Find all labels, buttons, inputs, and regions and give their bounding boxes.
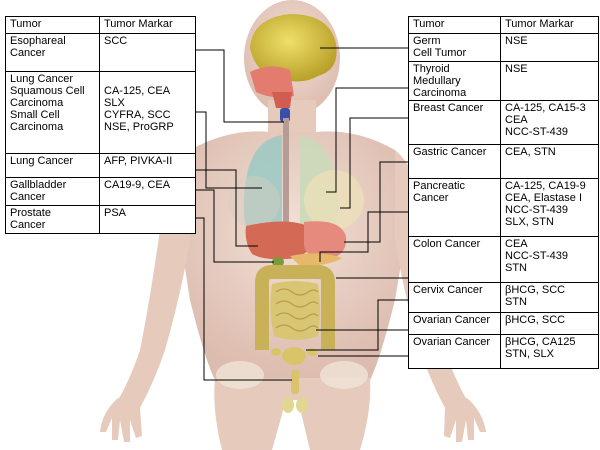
- tumor-name: Thyroid Medullary Carcinoma: [408, 61, 501, 101]
- tumor-marker: PSA: [99, 205, 196, 234]
- stomach: [304, 221, 347, 260]
- legs: [214, 378, 371, 450]
- tumor-marker: NSE: [500, 33, 599, 62]
- header-tumor-marker: Tumor Markar: [99, 16, 196, 34]
- table-row: Cervix Cancer βHCG, SCC STN: [408, 282, 599, 313]
- table-row: Germ Cell Tumor NSE: [408, 33, 599, 62]
- leader-pancreatic: [319, 211, 408, 262]
- right-marker-table: Tumor Tumor Markar Germ Cell Tumor NSE T…: [408, 16, 599, 369]
- leader-esophageal: [195, 49, 284, 123]
- right-table-header: Tumor Tumor Markar: [408, 16, 599, 34]
- tumor-name: Germ Cell Tumor: [408, 33, 501, 62]
- table-row: Ovarian Cancer βHCG, SCC: [408, 312, 599, 335]
- header-tumor: Tumor: [408, 16, 501, 34]
- table-row: Ovarian Cancer βHCG, CA125 STN, SLX: [408, 334, 599, 369]
- tumor-name: Esophareal Cancer: [5, 33, 100, 72]
- right-breast: [304, 170, 364, 230]
- leader-liver: [195, 169, 258, 247]
- leader-thyroid: [326, 87, 408, 193]
- prostate: [291, 370, 299, 394]
- tumor-name: Cervix Cancer: [408, 282, 501, 313]
- tumor-marker: NSE: [500, 61, 599, 101]
- left-lung: [243, 135, 282, 237]
- organs: [228, 14, 364, 413]
- table-row: Gastric Cancer CEA, STN: [408, 144, 599, 179]
- tumor-marker: CEA, STN: [500, 144, 599, 179]
- right-hand: [444, 398, 486, 442]
- table-row: Lung Cancer Squamous Cell Carcinoma Smal…: [5, 71, 196, 154]
- tumor-marker: CEA NCC-ST-439 STN: [500, 236, 599, 283]
- liver: [245, 221, 314, 260]
- table-row: Gallbladder Cancer CA19-9, CEA: [5, 177, 196, 206]
- tumor-marker: βHCG, CA125 STN, SLX: [500, 334, 599, 369]
- leader-cervix: [306, 299, 408, 351]
- tumor-marker: CA-125, CEA SLX CYFRA, SCC NSE, ProGRP: [99, 71, 196, 154]
- leader-lung: [195, 111, 262, 189]
- intestine-coils: [275, 288, 319, 332]
- leader-breast: [340, 117, 408, 209]
- tumor-name: Breast Cancer: [408, 100, 501, 145]
- tumor-name: Pancreatic Cancer: [408, 178, 501, 237]
- tumor-name: Lung Cancer Squamous Cell Carcinoma Smal…: [5, 71, 100, 154]
- leader-prostate: [195, 217, 292, 381]
- tumor-name: Ovarian Cancer: [408, 312, 501, 335]
- leader-lines: [195, 47, 408, 381]
- right-testis: [296, 397, 308, 413]
- left-breast: [228, 176, 280, 228]
- large-intestine: [255, 265, 335, 350]
- table-row: Lung Cancer AFP, PIVKA-II: [5, 153, 196, 178]
- gallbladder: [272, 257, 284, 267]
- tumor-marker: βHCG, SCC STN: [500, 282, 599, 313]
- tumor-name: Lung Cancer: [5, 153, 100, 178]
- right-ovary: [307, 348, 317, 356]
- table-row: Thyroid Medullary Carcinoma NSE: [408, 61, 599, 101]
- tumor-marker: CA19-9, CEA: [99, 177, 196, 206]
- left-testis: [282, 397, 294, 413]
- tumor-marker: SCC: [99, 33, 196, 72]
- tumor-name: Colon Cancer: [408, 236, 501, 283]
- tumor-name: Ovarian Cancer: [408, 334, 501, 369]
- left-ovary: [271, 348, 281, 356]
- leader-gastric: [344, 161, 408, 243]
- uterus: [282, 347, 306, 365]
- header-tumor: Tumor: [5, 16, 100, 34]
- esophagus: [283, 118, 289, 236]
- nasal-cavity: [250, 66, 294, 98]
- table-row: Pancreatic Cancer CA-125, CA19-9 CEA, El…: [408, 178, 599, 237]
- tumor-marker: AFP, PIVKA-II: [99, 153, 196, 178]
- table-row: Colon Cancer CEA NCC-ST-439 STN: [408, 236, 599, 283]
- left-table-header: Tumor Tumor Markar: [5, 16, 196, 34]
- tumor-marker: βHCG, SCC: [500, 312, 599, 335]
- table-row: Breast Cancer CA-125, CA15-3 CEA NCC-ST-…: [408, 100, 599, 145]
- tumor-name: Prostate Cancer: [5, 205, 100, 234]
- table-row: Prostate Cancer PSA: [5, 205, 196, 234]
- table-row: Esophareal Cancer SCC: [5, 33, 196, 72]
- header-tumor-marker: Tumor Markar: [500, 16, 599, 34]
- pharynx: [272, 92, 292, 108]
- leader-gallbladder: [195, 189, 274, 263]
- left-hand: [100, 398, 142, 442]
- right-hip-bone: [320, 361, 368, 389]
- left-hip-bone: [216, 361, 264, 389]
- tumor-marker: CA-125, CA15-3 CEA NCC-ST-439: [500, 100, 599, 145]
- brain: [250, 14, 337, 82]
- left-marker-table: Tumor Tumor Markar Esophareal Cancer SCC…: [5, 16, 196, 234]
- tumor-name: Gallbladder Cancer: [5, 177, 100, 206]
- tumor-marker: CA-125, CA19-9 CEA, Elastase I NCC-ST-43…: [500, 178, 599, 237]
- tumor-name: Gastric Cancer: [408, 144, 501, 179]
- pancreas: [290, 253, 342, 266]
